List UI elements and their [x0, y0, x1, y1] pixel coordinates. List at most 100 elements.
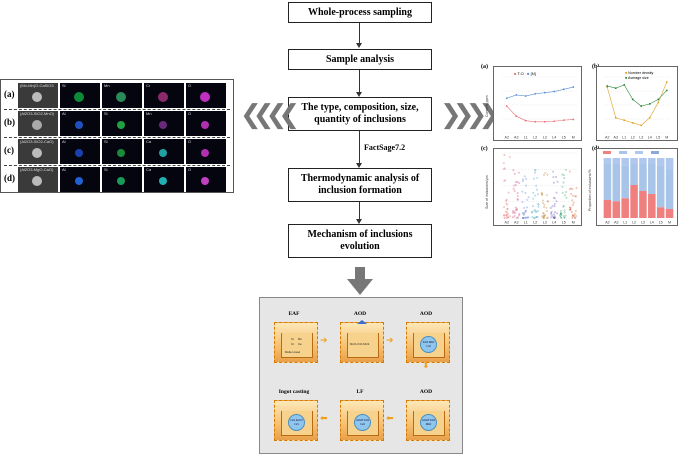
- x-tick-label: L5: [656, 136, 660, 140]
- data-point: [521, 217, 524, 219]
- flow-step-inclusions: The type, composition, size, quantity of…: [288, 97, 432, 131]
- sem-row-label: (a): [4, 89, 15, 99]
- process-step-title: EAF: [288, 311, 300, 317]
- data-point: [563, 174, 565, 176]
- data-point: [534, 120, 537, 123]
- bar-segment: [656, 158, 665, 166]
- data-point: [543, 120, 546, 123]
- data-point: [524, 95, 527, 97]
- legend-swatch: [619, 151, 627, 154]
- data-point: [571, 214, 574, 216]
- x-tick-label: M: [572, 221, 575, 225]
- inclusion-circle: SiO2 MnO CrO: [420, 336, 437, 353]
- data-point: [537, 203, 539, 205]
- data-point: [512, 169, 515, 172]
- data-point: [561, 192, 564, 194]
- data-point: [571, 194, 574, 197]
- data-point: [574, 216, 576, 219]
- data-point: [503, 217, 506, 219]
- sem-row-label: (b): [4, 117, 15, 127]
- data-point: [509, 215, 511, 218]
- x-tick-label: L1: [622, 136, 626, 140]
- data-point: [623, 119, 626, 122]
- data-point: [562, 204, 565, 207]
- x-tick-label: A3: [614, 221, 618, 225]
- x-tick-label: A2: [605, 221, 609, 225]
- data-point: [565, 191, 568, 193]
- data-point: [569, 206, 571, 209]
- x-tick-label: L4: [552, 221, 556, 225]
- data-point: [560, 212, 562, 215]
- map-tile: O: [186, 167, 226, 192]
- map-tile: Si: [102, 167, 142, 192]
- data-point: [513, 189, 516, 192]
- data-point: [553, 203, 556, 205]
- data-point: [526, 206, 528, 209]
- flow-step-thermodynamic-text: Thermodynamic analysis of inclusion form…: [300, 173, 420, 196]
- chart-d-label: (d): [592, 146, 599, 152]
- bar-segment: [612, 164, 621, 202]
- bar-segment: [603, 164, 612, 200]
- legend-marker-icon: ■: [625, 71, 628, 75]
- data-point: [545, 206, 548, 209]
- data-point: [537, 210, 539, 212]
- map-tile: Si: [102, 139, 142, 164]
- series-line: [607, 84, 667, 107]
- chart-d-ylabel: Proportion of inclusions/%: [588, 169, 592, 211]
- data-point: [513, 215, 516, 217]
- data-point: [541, 193, 544, 195]
- data-point: [507, 191, 510, 194]
- data-point: [554, 216, 556, 219]
- data-point: [665, 89, 668, 92]
- data-point: [544, 172, 547, 174]
- data-point: [572, 86, 575, 88]
- data-point: [503, 206, 505, 208]
- data-point: [523, 175, 526, 178]
- data-point: [614, 116, 617, 119]
- chevron-right-icon: ❯❯❯❯: [440, 100, 500, 130]
- bar-segment: [630, 185, 638, 218]
- data-point: [606, 85, 609, 87]
- sem-image: (Al2O3-SiO2-CaO): [18, 139, 58, 164]
- x-tick-label: L3: [641, 221, 645, 225]
- bar-segment: [648, 158, 656, 164]
- data-point: [564, 194, 566, 197]
- data-point: [505, 214, 508, 217]
- flow-arrow-3: [359, 131, 361, 164]
- x-tick-label: M: [665, 136, 668, 140]
- x-tick-label: L1: [524, 136, 528, 140]
- data-point: [525, 216, 528, 219]
- flow-step-sampling: Whole-process sampling: [288, 2, 432, 23]
- data-point: [614, 87, 617, 89]
- data-point: [569, 188, 571, 191]
- process-ladle: Al2O3 SiO2 MnO: [406, 400, 450, 441]
- data-point: [563, 177, 566, 179]
- data-point: [535, 216, 538, 218]
- bar-segment: [630, 164, 638, 185]
- x-tick-label: L5: [562, 221, 566, 225]
- data-point: [534, 92, 537, 95]
- data-point: [535, 184, 538, 187]
- data-point: [553, 120, 556, 123]
- flow-step-mechanism: Mechanism of inclusions evolution: [288, 224, 432, 258]
- data-point: [555, 200, 558, 203]
- process-step-title: AOD: [419, 389, 433, 395]
- data-point: [575, 187, 578, 190]
- data-point: [572, 204, 574, 206]
- chart-b-label: (b): [592, 64, 599, 70]
- chart-a-label: (a): [481, 64, 488, 70]
- data-point: [507, 213, 509, 215]
- data-point: [533, 177, 535, 180]
- data-point: [570, 187, 572, 190]
- x-tick-label: L1: [623, 221, 627, 225]
- data-point: [657, 101, 660, 104]
- data-point: [531, 216, 534, 218]
- data-point: [518, 182, 521, 184]
- data-point: [648, 103, 651, 105]
- data-point: [521, 180, 524, 182]
- data-point: [543, 203, 546, 206]
- process-step-title: AOD: [419, 311, 433, 317]
- data-point: [562, 214, 565, 217]
